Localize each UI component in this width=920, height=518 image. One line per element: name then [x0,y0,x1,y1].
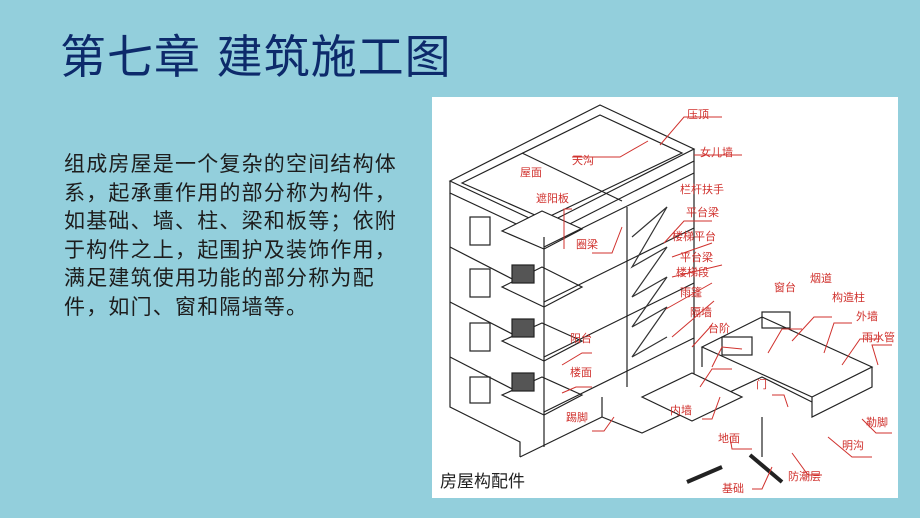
label-fangchaoceng: 防潮层 [788,470,821,483]
label-chuangtai: 窗台 [774,281,796,294]
label-lejiao: 勒脚 [866,416,888,429]
label-yupeng: 雨篷 [680,286,702,299]
label-wumian: 屋面 [520,166,542,179]
label-yushuiguan: 雨水管 [862,331,895,344]
label-minggou: 明沟 [842,439,864,452]
label-langanfushou: 栏杆扶手 [680,183,724,196]
label-nverqiang: 女儿墙 [700,146,733,159]
label-loutipingtai: 楼梯平台 [672,230,716,243]
label-neiqiang: 内墙 [670,404,692,417]
label-pingtailiang-1: 平台梁 [686,206,719,219]
label-geqiang: 隔墙 [690,306,712,319]
label-dimian: 地面 [718,432,740,445]
label-waiqiang: 外墙 [856,310,878,323]
label-men: 门 [756,378,767,391]
label-pingtailiang-2: 平台梁 [680,251,713,264]
label-yandao: 烟道 [810,272,832,285]
label-quanliang: 圈梁 [576,238,598,251]
label-gouzaozhu: 构造柱 [832,291,865,304]
label-loutiduan: 楼梯段 [676,266,709,279]
body-paragraph: 组成房屋是一个复杂的空间结构体系，起承重作用的部分称为构件，如基础、墙、柱、梁和… [64,152,397,319]
label-taijie: 台阶 [708,322,730,335]
label-yangtai: 阳台 [570,332,592,345]
label-yading: 压顶 [687,108,709,121]
label-loumian: 楼面 [570,366,592,379]
figure-caption: 房屋构配件 [440,472,525,492]
label-zheyangban: 遮阳板 [536,192,569,205]
building-components-diagram: 压顶 女儿墙 天沟 屋面 遮阳板 圈梁 栏杆扶手 平台梁 楼梯平台 平台梁 楼梯… [432,97,898,498]
building-isometric-drawing [448,104,892,490]
slide-title: 第七章 建筑施工图 [60,30,452,84]
label-jichu: 基础 [722,482,744,495]
label-tijiao: 踢脚 [566,411,588,424]
label-tiangou: 天沟 [572,154,594,167]
